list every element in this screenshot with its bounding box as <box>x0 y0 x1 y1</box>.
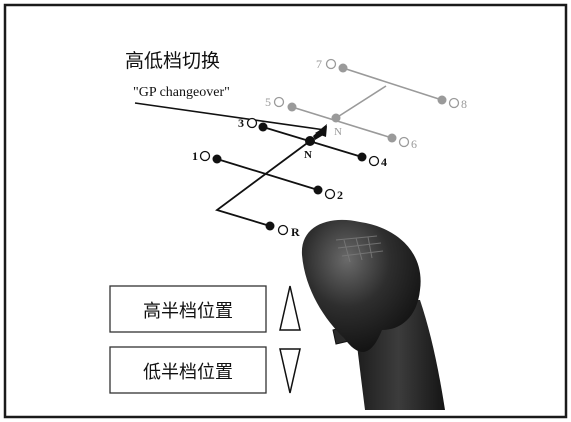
high-neutral-dot <box>331 113 341 123</box>
gear-4-label: 4 <box>381 155 387 169</box>
gear-3-ring <box>246 117 258 129</box>
title-en: "GP changeover" <box>133 85 230 100</box>
gear-r-ring <box>277 224 289 236</box>
track-5-6 <box>291 106 393 139</box>
low-range-pattern <box>215 126 363 227</box>
gear-6-dot <box>387 133 397 143</box>
knob-pattern <box>335 235 384 263</box>
gear-2-label: 2 <box>337 188 343 202</box>
gear-7-ring <box>325 58 337 70</box>
high-neutral-bar <box>335 85 387 119</box>
gear-8-dot <box>437 95 447 105</box>
gear-7-label: 7 <box>316 57 322 71</box>
low-neutral-label: N <box>304 149 312 161</box>
reverse-path <box>215 140 311 227</box>
up-arrow-icon <box>279 285 301 331</box>
gear-knob <box>301 219 445 410</box>
gear-1-label: 1 <box>192 149 198 163</box>
gear-6-label: 6 <box>411 137 417 151</box>
gear-3-dot <box>258 122 268 132</box>
low-range-label: 低半档位置 <box>143 362 233 382</box>
gear-7-dot <box>338 63 348 73</box>
gear-2-dot <box>313 185 323 195</box>
track-7-8 <box>342 67 443 101</box>
low-range-box <box>109 346 267 394</box>
gear-5-label: 5 <box>265 95 271 109</box>
outer-frame <box>3 3 568 419</box>
gear-8-label: 8 <box>461 97 467 111</box>
down-arrow-icon <box>279 348 301 394</box>
title-cn: 高低档切换 <box>125 50 220 72</box>
gear-6-ring <box>398 136 410 148</box>
gear-3-label: 3 <box>238 116 244 130</box>
track-1-2 <box>216 158 319 191</box>
high-neutral-label: N <box>334 126 342 138</box>
gear-4-ring <box>368 155 380 167</box>
gear-2-ring <box>324 188 336 200</box>
gear-1-ring <box>199 150 211 162</box>
low-neutral-dot <box>305 136 315 146</box>
high-range-label: 高半档位置 <box>143 301 233 321</box>
high-range-pattern <box>291 67 443 139</box>
gear-5-ring <box>273 96 285 108</box>
gear-8-ring <box>448 97 460 109</box>
gear-1-dot <box>212 154 222 164</box>
high-range-box <box>109 285 267 333</box>
gear-4-dot <box>357 152 367 162</box>
gear-r-label: R <box>291 225 300 239</box>
knob-head <box>301 219 421 352</box>
gate-link <box>313 124 327 140</box>
gear-5-dot <box>287 102 297 112</box>
gear-r-dot <box>265 221 275 231</box>
leader-line <box>134 102 326 131</box>
